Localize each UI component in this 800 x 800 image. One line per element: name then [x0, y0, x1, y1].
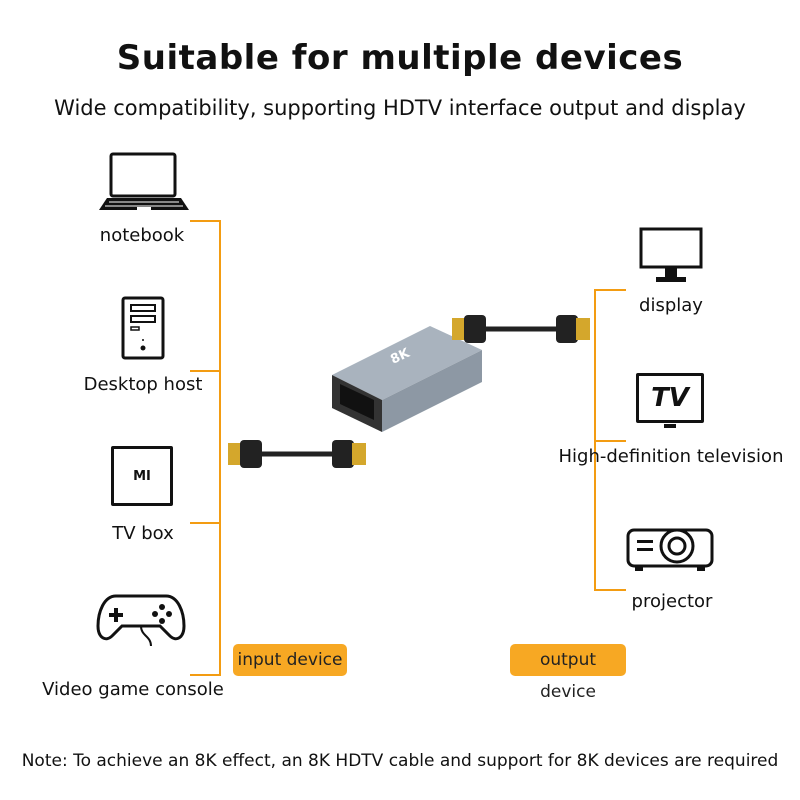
tv-stand — [664, 424, 676, 428]
output-label-hdtv: High-definition television — [558, 446, 784, 467]
input-label-desktop-host: Desktop host — [83, 374, 203, 395]
input-tick — [190, 220, 220, 222]
footnote: Note: To achieve an 8K effect, an 8K HDT… — [21, 751, 779, 771]
laptop-icon — [99, 152, 189, 210]
tv-box-icon: MI — [111, 446, 173, 506]
input-tick — [190, 370, 220, 372]
input-tick — [190, 674, 220, 676]
monitor-icon — [639, 227, 703, 282]
desktop-tower-icon — [121, 296, 165, 360]
output-label-display: display — [639, 295, 703, 316]
hdmi-cable-top — [452, 315, 590, 343]
tv-icon: TV — [636, 373, 704, 423]
output-tick — [594, 589, 626, 591]
tv-box-logo-text: MI — [133, 468, 151, 484]
hdmi-cable-bottom — [228, 440, 366, 468]
tv-icon-text: TV — [651, 383, 689, 413]
projector-icon — [626, 528, 714, 571]
input-bracket-line — [219, 220, 221, 676]
page-title: Suitable for multiple devices — [116, 38, 684, 78]
input-device-badge: input device — [233, 644, 347, 676]
gamepad-icon — [96, 594, 186, 647]
input-label-game-console: Video game console — [42, 679, 224, 700]
output-device-badge: output device — [510, 644, 626, 702]
hdmi-adapter-image: 8K — [332, 326, 482, 432]
input-label-tv-box: TV box — [112, 523, 174, 544]
input-label-notebook: notebook — [99, 225, 185, 246]
subtitle: Wide compatibility, supporting HDTV inte… — [54, 96, 746, 120]
output-tick — [594, 440, 626, 442]
output-label-projector: projector — [631, 591, 713, 612]
input-tick — [190, 522, 220, 524]
output-tick — [594, 289, 626, 291]
